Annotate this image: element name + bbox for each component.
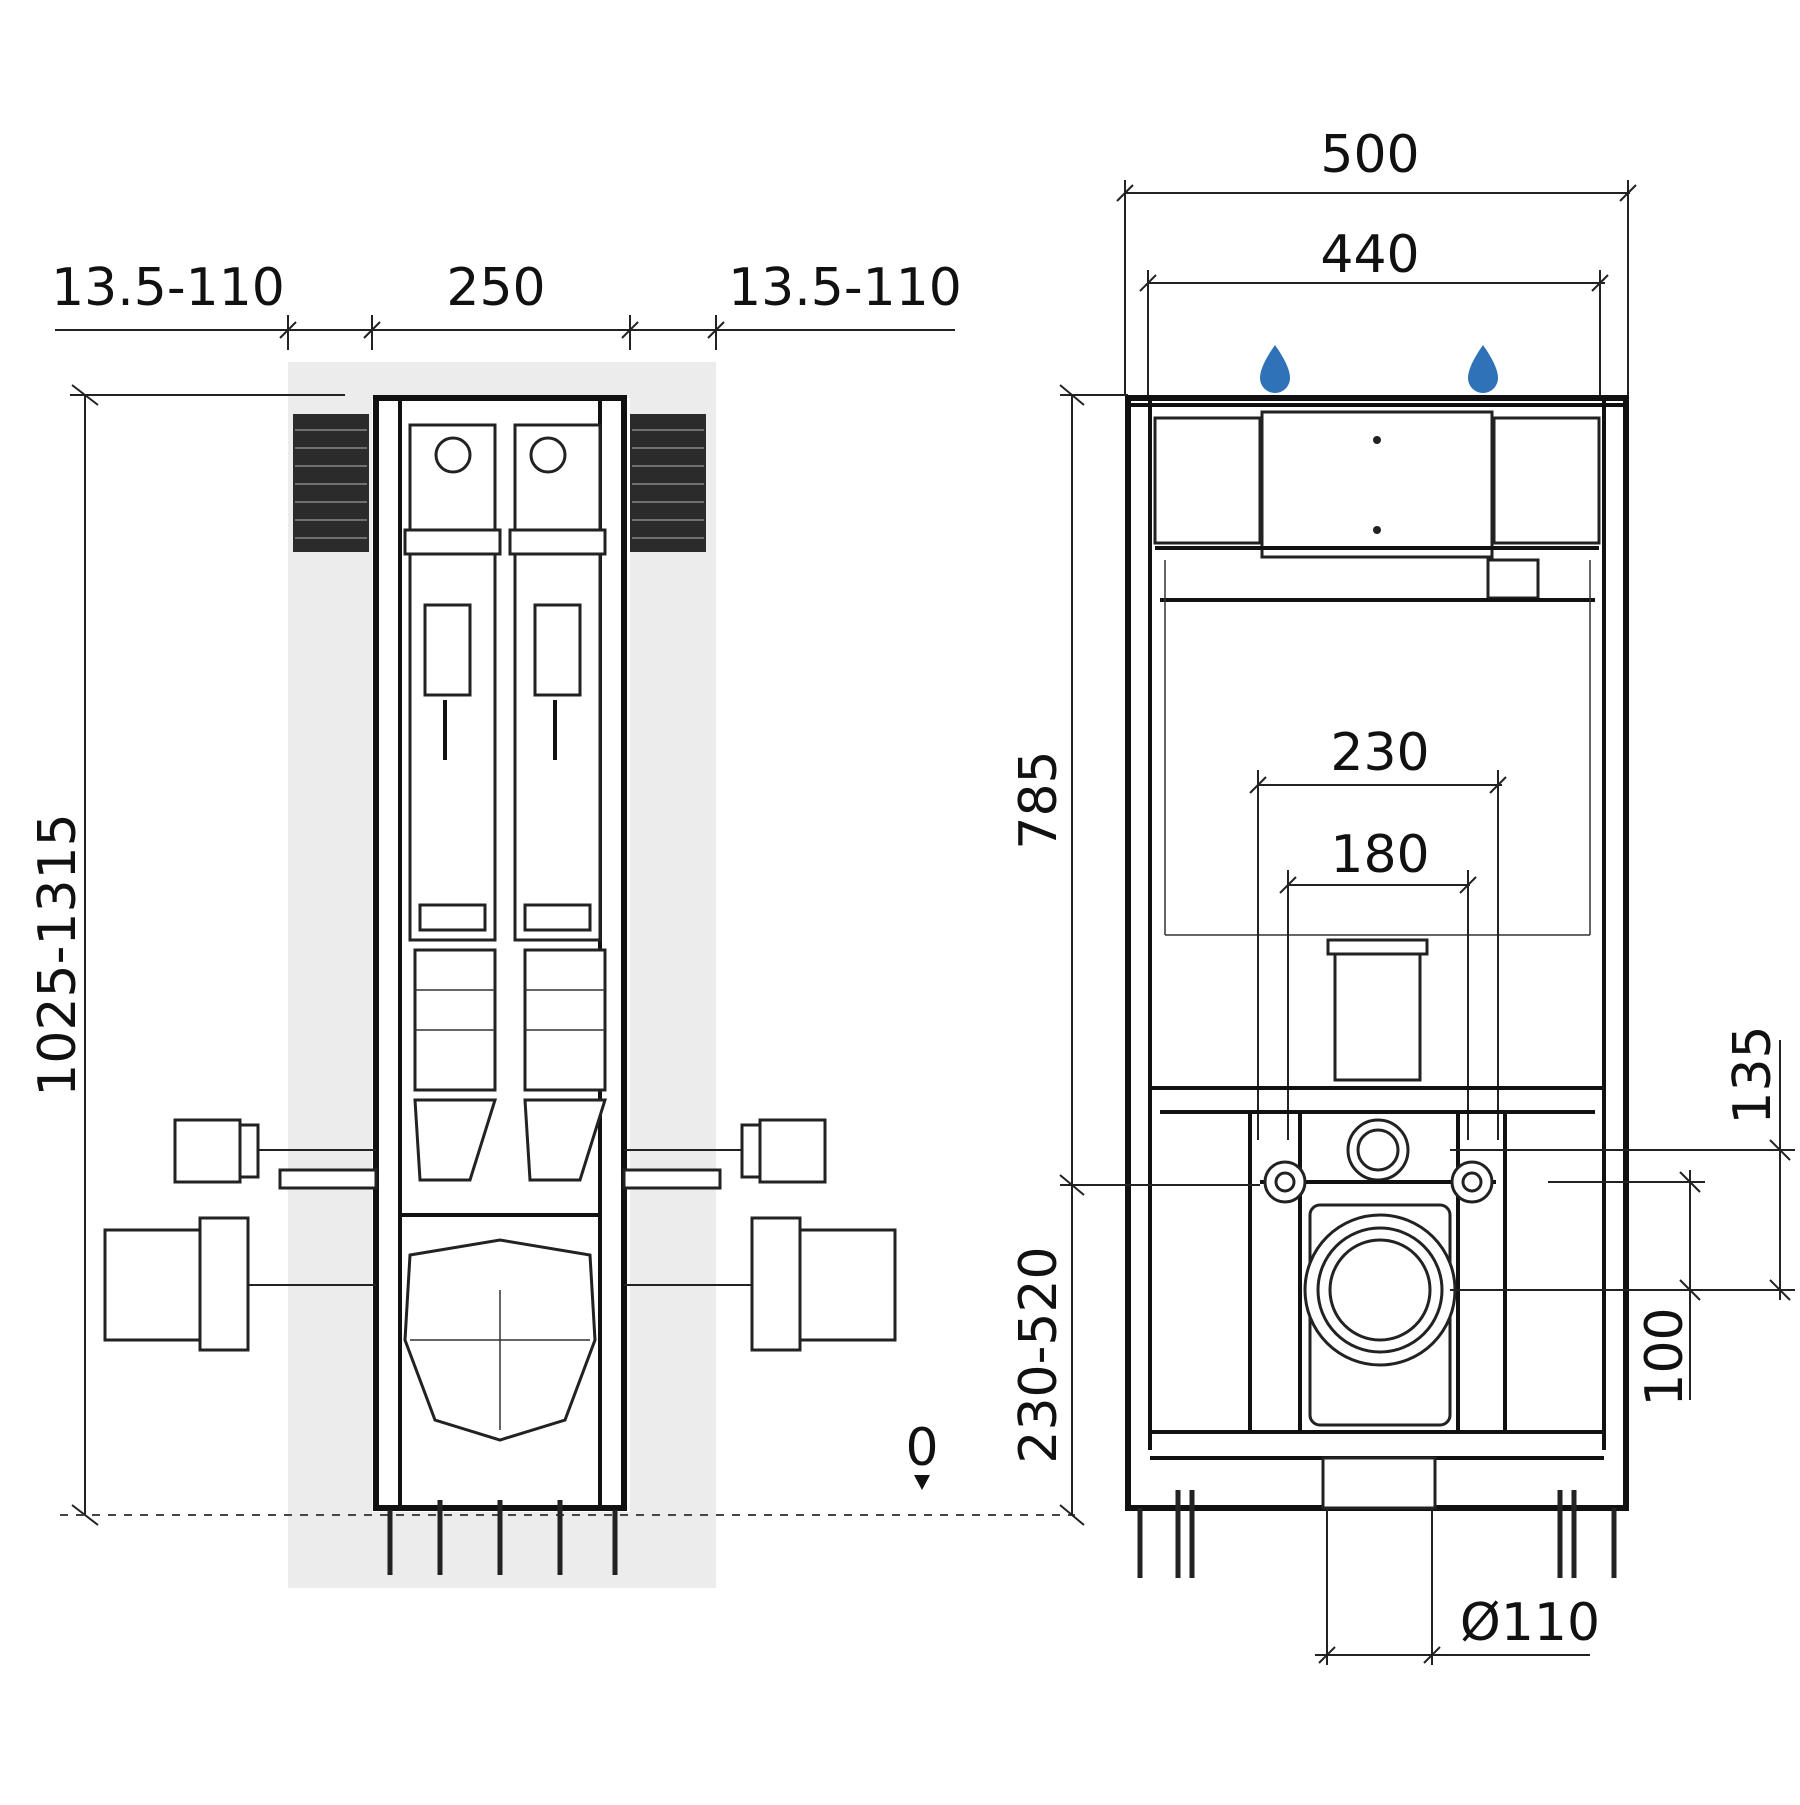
right-pipe-section [523, 948, 607, 1092]
zero-level-arrow-icon [914, 1475, 930, 1490]
dim-mount-height: 230-520 [1009, 1246, 1069, 1463]
right-drain-pipe [793, 1228, 897, 1342]
left-pipe-section [413, 948, 497, 1092]
cistern-box [1260, 410, 1494, 559]
left-supply-pipe [173, 1118, 242, 1184]
front-view: 500 440 230 [1009, 125, 1795, 1665]
water-drop-icon [1468, 345, 1498, 393]
drain-pipe-stub [1321, 1456, 1437, 1510]
dim-stud-spacing: 230 [1330, 723, 1429, 783]
dim-frame-height: 785 [1009, 750, 1069, 849]
dim-supply-offset: 135 [1723, 1025, 1783, 1124]
dim-total-height: 1025-1315 [28, 813, 88, 1096]
flush-pipe [1333, 938, 1422, 1082]
left-adjuster [423, 603, 472, 697]
dim-bolt-spacing: 180 [1330, 825, 1429, 885]
left-vent-grate [293, 414, 369, 552]
dim-left-width: 13.5-110 [51, 258, 285, 318]
right-adjuster [533, 603, 582, 697]
water-drop-icon [1260, 345, 1290, 393]
dim-drain-diameter: Ø110 [1460, 1593, 1600, 1653]
dim-drain-offset: 100 [1635, 1307, 1695, 1406]
side-view: 13.5-110 250 13.5-110 1025-1315 [28, 258, 1075, 1588]
zero-level-label: 0 [905, 1418, 938, 1478]
left-wall-panel [288, 362, 372, 1512]
right-wall-panel [630, 362, 716, 1512]
dim-outer-width: 500 [1320, 125, 1419, 185]
right-supply-pipe [758, 1118, 827, 1184]
dim-right-width: 13.5-110 [728, 258, 962, 318]
right-vent-grate [630, 414, 706, 552]
dim-center-width: 250 [446, 258, 545, 318]
dim-inner-width: 440 [1320, 225, 1419, 285]
left-drain-pipe [103, 1228, 207, 1342]
top-wall-strip [372, 362, 630, 398]
